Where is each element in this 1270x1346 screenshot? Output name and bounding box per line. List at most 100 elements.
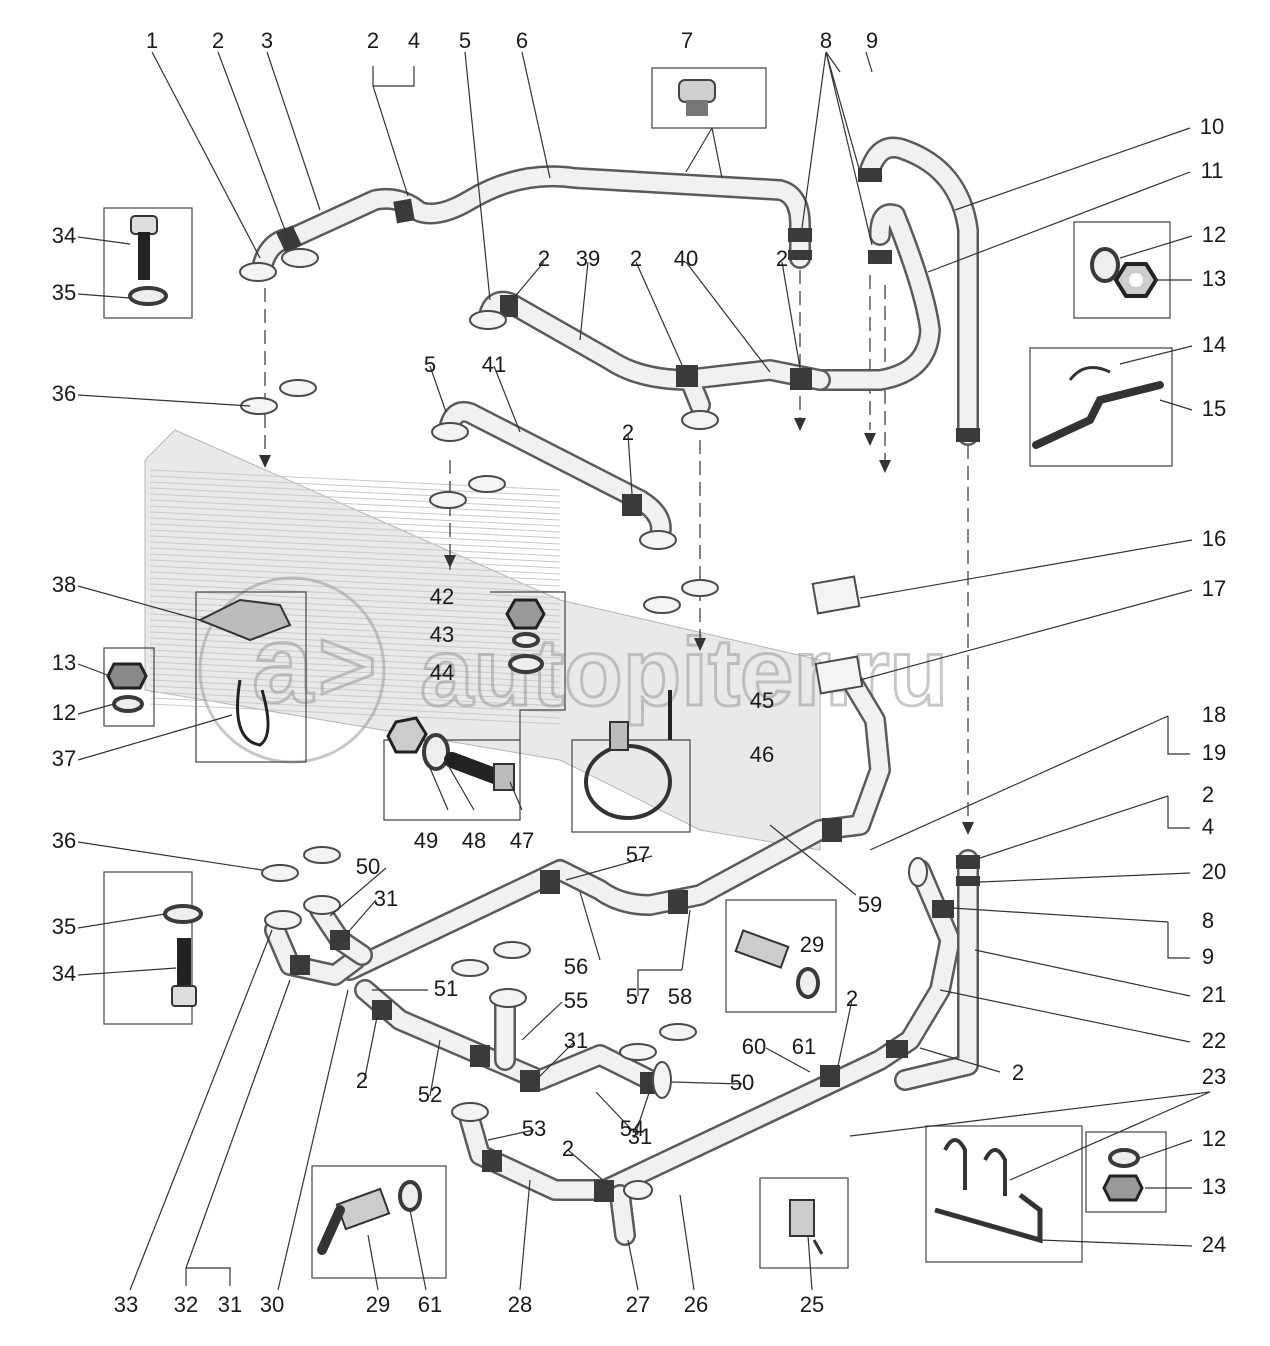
radiator-fin [149,511,561,533]
radiator-fin [149,589,561,611]
tap-29-icon [317,1180,422,1255]
radiator-fin [149,685,561,707]
callout-7: 7 [681,28,693,53]
callout-26: 26 [684,1292,708,1317]
radiator-fin [149,637,561,659]
callout-34: 34 [52,961,76,986]
callout-40: 40 [674,246,698,271]
upper-pipe-assembly [239,165,812,282]
callout-2: 2 [1202,782,1214,807]
callout-2: 2 [630,246,642,271]
callout-47: 47 [510,828,534,853]
callout-52: 52 [418,1082,442,1107]
callout-42: 42 [430,584,454,609]
callout-61: 61 [792,1034,816,1059]
callout-2: 2 [1012,1060,1024,1085]
callout-51: 51 [434,976,458,1001]
callout-22: 22 [1202,1028,1226,1053]
radiator-fin [149,697,561,719]
callout-labels: 1 2 3 2 4 5 6 7 8 9 10 11 12 13 14 15 16… [52,28,1226,1317]
radiator-fin [149,601,561,623]
radiator-fin [149,559,561,581]
assembly-axes [259,270,974,835]
callout-31: 31 [564,1028,588,1053]
radiator-fin [149,655,561,677]
radiator-fin [149,481,561,503]
bracket-24-icon [934,1138,1043,1244]
callout-28: 28 [508,1292,532,1317]
callout-14: 14 [1202,332,1226,357]
callout-3: 3 [261,28,273,53]
callout-9: 9 [1202,944,1214,969]
callout-57: 57 [626,842,650,867]
radiator-fin [149,595,561,617]
radiator-fin [149,565,561,587]
callout-8: 8 [820,28,832,53]
callout-5: 5 [459,28,471,53]
radiator-fin [149,625,561,647]
callout-33: 33 [114,1292,138,1317]
callout-38: 38 [52,572,76,597]
nut-13-icon [1090,247,1159,298]
radiator-core [144,429,821,851]
leader-lines [77,51,1211,1291]
middle-pipe-assembly [469,290,831,430]
callout-12: 12 [1202,1126,1226,1151]
radiator-fin [149,583,561,605]
callout-50: 50 [730,1070,754,1095]
callout-10: 10 [1200,114,1224,139]
callout-49: 49 [414,828,438,853]
bracket-15-icon [1032,366,1164,449]
callout-24: 24 [1202,1232,1226,1257]
drain-valve-25-icon [789,1199,824,1255]
callout-15: 15 [1202,396,1226,421]
nut-13-lower-icon [1102,1148,1144,1202]
radiator-fin [149,541,561,563]
callout-59: 59 [858,892,882,917]
hardware-parts [106,79,1164,1255]
callout-2: 2 [367,28,379,53]
bolt-34-lower-icon [163,904,203,1007]
radiator-fin [149,649,561,671]
callout-2: 2 [846,986,858,1011]
callout-12: 12 [52,700,76,725]
callout-44: 44 [430,660,454,685]
valve-29-icon [734,929,820,999]
callout-30: 30 [260,1292,284,1317]
callout-37: 37 [52,746,76,771]
callout-9: 9 [866,28,878,53]
callout-27: 27 [626,1292,650,1317]
callout-20: 20 [1202,859,1226,884]
callout-2: 2 [538,246,550,271]
callout-48: 48 [462,828,486,853]
radiator-fin [149,553,561,575]
callout-16: 16 [1202,526,1226,551]
callout-1: 1 [146,28,158,53]
callout-36: 36 [52,828,76,853]
radiator-fin [149,493,561,515]
callout-36: 36 [52,381,76,406]
radiator-fin [149,523,561,545]
callout-19: 19 [1202,740,1226,765]
radiator-fin [149,673,561,695]
radiator-fin [149,631,561,653]
callout-6: 6 [516,28,528,53]
callout-21: 21 [1202,982,1226,1007]
callout-45: 45 [750,688,774,713]
bracket-38-icon [197,598,292,747]
callout-23: 23 [1202,1064,1226,1089]
callout-29: 29 [366,1292,390,1317]
callout-2: 2 [776,246,788,271]
radiator-fin [149,703,561,725]
callout-13: 13 [1202,1174,1226,1199]
nut-42-icon [505,598,546,674]
lower-pipe-assembly [264,659,980,1246]
radiator-fin [149,571,561,593]
clamp-46-icon [584,690,672,820]
callout-31: 31 [218,1292,242,1317]
bolt-34-icon [128,215,168,306]
radiator-fin [149,679,561,701]
callout-61: 61 [418,1292,442,1317]
